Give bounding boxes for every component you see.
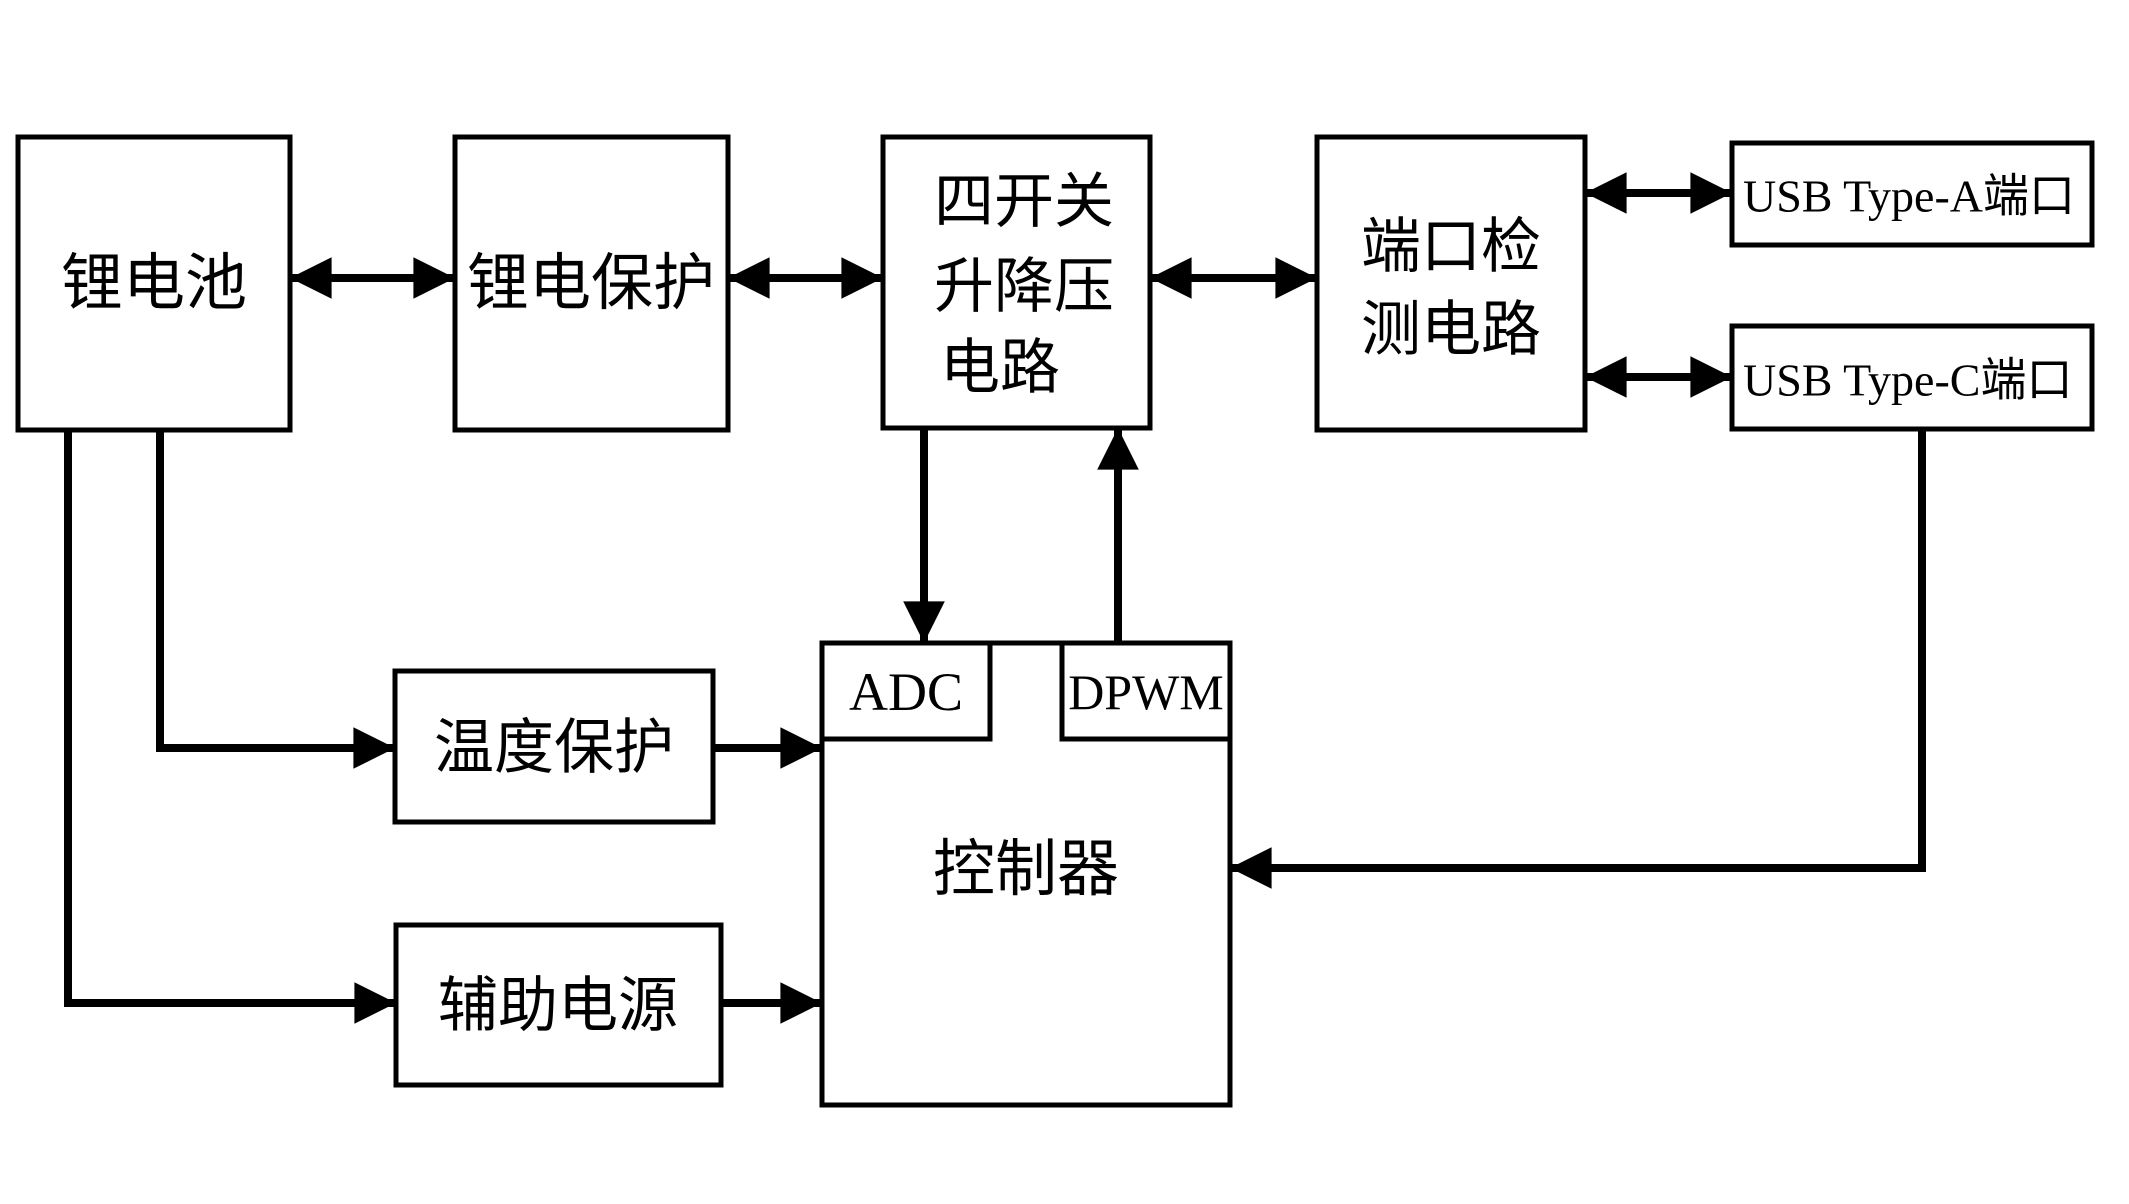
battery-label: 锂电池 xyxy=(61,250,247,318)
usb-type-a-block xyxy=(1729,140,2095,248)
wire-battery-to-tempprotect xyxy=(156,430,395,769)
auxiliary-power-block xyxy=(393,922,724,1088)
dpwm-label: DPWM xyxy=(1068,664,1224,720)
usb-type-c-block xyxy=(1729,323,2095,432)
port-detection-label-line1: 端口检 xyxy=(1361,214,1541,280)
wire-battery-to-auxpower xyxy=(64,430,396,1024)
buck-boost-block xyxy=(880,134,1153,431)
buck-boost-label-line1: 四开关 xyxy=(934,169,1114,235)
adc-label: ADC xyxy=(849,662,963,722)
controller-label: 控制器 xyxy=(933,836,1119,904)
adc-block xyxy=(819,640,993,742)
temperature-protection-block xyxy=(392,668,716,825)
port-detection-block xyxy=(1314,134,1588,433)
battery-protection-label: 锂电保护 xyxy=(467,250,715,318)
wire-usbc-to-controller xyxy=(1230,429,1926,889)
temperature-protection-label: 温度保护 xyxy=(434,715,674,781)
dpwm-block xyxy=(1059,640,1233,742)
buck-boost-label-line2: 升降压 xyxy=(934,254,1114,320)
battery-protection-block xyxy=(452,134,731,433)
usb-type-a-label: USB Type-A端口 xyxy=(1743,171,2075,222)
usb-type-c-label: USB Type-C端口 xyxy=(1743,355,2072,406)
port-detection-label-line2: 测电路 xyxy=(1361,297,1541,363)
buck-boost-label-line3: 电路 xyxy=(940,335,1060,401)
battery-block xyxy=(15,134,293,433)
auxiliary-power-label: 辅助电源 xyxy=(438,973,678,1039)
